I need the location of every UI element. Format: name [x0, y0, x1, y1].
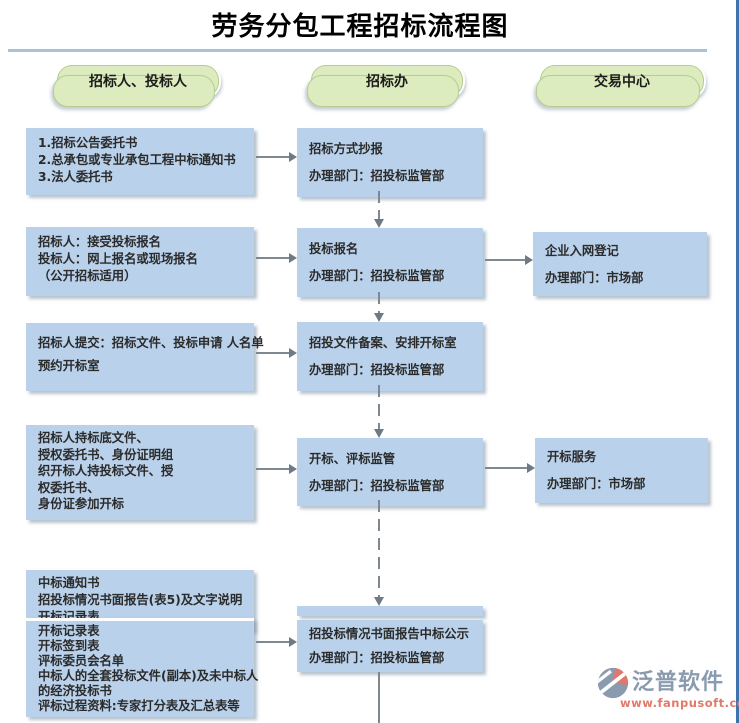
box-line: 2.总承包或专业承包工程中标通知书 [38, 153, 236, 167]
box-line: 办理部门：市场部 [545, 271, 644, 285]
box-line: 开标服务 [547, 450, 597, 464]
box-line: 招标人提交：招标文件、投标申请 人名单 [38, 336, 264, 350]
arrowhead-icon [289, 253, 297, 263]
arrow-down-icon [374, 429, 384, 438]
arrow-down-icon [374, 313, 384, 322]
box-line: 权委托书、 [38, 480, 100, 495]
page-right-border [736, 0, 739, 723]
flow-box-opening-service: 开标服务 办理部门：市场部 [535, 438, 708, 503]
lane-header-tenderer-bidder: 招标人、投标人 [53, 65, 219, 107]
flow-box-bid-signup: 投标报名 办理部门：招投标监管部 [297, 228, 483, 297]
box-line: 招标人：接受投标报名 [38, 235, 161, 249]
flow-box-enterprise-network-registration: 企业入网登记 办理部门：市场部 [533, 232, 707, 296]
box-line: 评标委员会名单 [38, 654, 125, 668]
box-line: 招投文件备案、安排开标室 [309, 336, 457, 350]
box-line: 企业入网登记 [545, 244, 619, 258]
logo-text: 泛普软件 [632, 670, 725, 695]
box-line: 中标人的全套投标文件(副本)及未中标人 [38, 669, 259, 683]
fanpu-logo-row: 泛普软件 [596, 666, 738, 700]
lane-header-trading-center: 交易中心 [536, 65, 704, 107]
box-line: 授权委托书、身份证明组 [38, 447, 174, 462]
flow-box-award-publicity: 招投标情况书面报告中标公示 办理部门：招投标监管部 [297, 620, 483, 672]
box-line: 开标记录表 [38, 624, 100, 638]
lane-header-label: 交易中心 [594, 74, 650, 90]
box-line: 办理部门：招投标监管部 [309, 269, 445, 283]
arrow-right-icon [256, 464, 297, 474]
arrowhead-icon [289, 637, 297, 647]
arrow-right-icon [256, 253, 297, 263]
box-line: 投标人：网上报名或现场报名 [38, 252, 198, 266]
box-line: 3.法人委托书 [38, 170, 113, 184]
box-line: 身份证参加开标 [38, 497, 125, 511]
box-line: 招投标情况书面报告中标公示 [309, 627, 469, 641]
box-line: 开标签到表 [38, 639, 100, 653]
flow-box-document-filing: 招投文件备案、安排开标室 办理部门：招投标监管部 [297, 322, 483, 391]
arrowhead-icon [527, 463, 535, 473]
arrowhead-icon [289, 348, 297, 358]
flow-box-opening-evaluation-supervision: 开标、评标监管 办理部门：招投标监管部 [297, 438, 483, 506]
connector-line [378, 500, 380, 597]
arrow-down-icon [374, 597, 384, 606]
flow-box-registration-methods: 招标人：接受投标报名 投标人：网上报名或现场报名 （公开招标适用） [26, 227, 254, 296]
arrowhead-icon [525, 255, 533, 265]
flow-box-attend-bid-opening: 招标人持标底文件、 授权委托书、身份证明组 织开标人持投标文件、授 权委托书、 … [26, 425, 254, 520]
flow-box-entrust-documents: 1.招标公告委托书 2.总承包或专业承包工程中标通知书 3.法人委托书 [26, 128, 254, 195]
page-title: 劳务分包工程招标流程图 [211, 12, 509, 42]
connector-line [378, 672, 380, 723]
arrow-right-icon [485, 463, 535, 473]
flow-box-archive-materials: 开标记录表 开标签到表 评标委员会名单 中标人的全套投标文件(副本)及未中标人 … [26, 618, 259, 717]
lane-header-label: 招标人、投标人 [89, 74, 187, 90]
fanpu-logo: 泛普软件 www.fanpusoft.com [596, 666, 739, 720]
box-line: 中标通知书 [38, 576, 100, 590]
box-line: 招标方式抄报 [309, 142, 383, 156]
flow-strip-publicity [297, 606, 483, 616]
fanpu-logo-icon [597, 667, 629, 699]
box-line: 办理部门：招投标监管部 [309, 651, 445, 665]
arrow-right-icon [256, 152, 297, 162]
lane-header-bidding-office: 招标办 [307, 65, 463, 107]
box-line: 织开标人持投标文件、授 [38, 464, 174, 478]
box-line: 招投标情况书面报告(表5)及文字说明 [38, 593, 243, 607]
title-divider [8, 49, 707, 52]
box-line: 评标过程资料:专家打分表及汇总表等 [38, 699, 240, 713]
box-line: 投标报名 [309, 242, 359, 256]
arrowhead-icon [289, 152, 297, 162]
connector-line [378, 292, 380, 313]
connector-line [378, 191, 380, 220]
connector-line [378, 385, 380, 429]
box-line: （公开招标适用） [38, 269, 137, 283]
lane-header-label: 招标办 [366, 74, 408, 90]
box-line: 办理部门：招投标监管部 [309, 169, 445, 183]
box-line: 预约开标室 [38, 359, 100, 373]
flow-box-bid-method-report: 招标方式抄报 办理部门：招投标监管部 [297, 128, 483, 197]
box-line: 办理部门：招投标监管部 [309, 479, 445, 493]
box-line: 办理部门：市场部 [547, 477, 646, 491]
box-line: 开标、评标监管 [309, 452, 396, 466]
box-line: 的经济投标书 [38, 684, 112, 698]
box-line: 招标人持标底文件、 [38, 431, 149, 445]
box-line: 办理部门：招投标监管部 [309, 363, 445, 377]
arrowhead-icon [289, 464, 297, 474]
arrow-down-icon [374, 219, 384, 228]
box-line: 1.招标公告委托书 [38, 136, 138, 150]
arrow-right-icon [256, 637, 297, 647]
arrow-right-icon [256, 348, 297, 358]
flow-box-submit-bid-documents: 招标人提交：招标文件、投标申请 人名单 预约开标室 [26, 323, 264, 391]
arrow-right-icon [485, 255, 533, 265]
logo-url: www.fanpusoft.com [620, 696, 739, 710]
